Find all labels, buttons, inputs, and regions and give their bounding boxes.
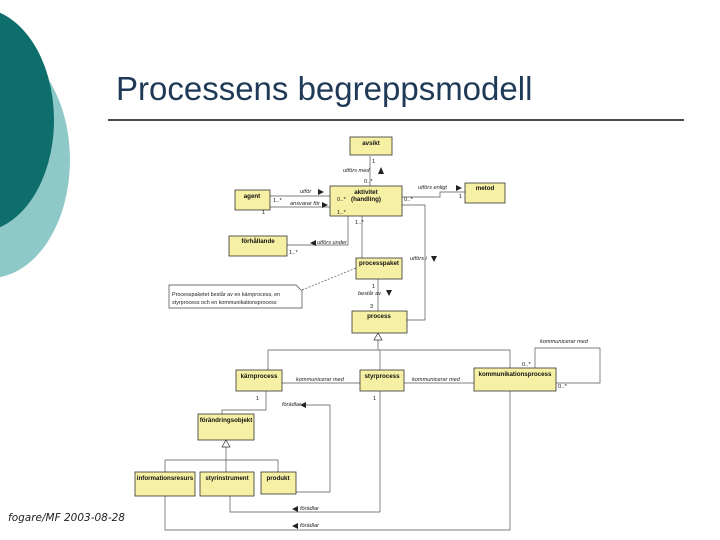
rel-label-0: utförs med: [343, 168, 370, 174]
note-text-line-2: styrprocess och en kommunikationsprocess: [172, 300, 277, 306]
direction-arrow-2: [322, 202, 328, 208]
class-name-aktivitet-2: (handling): [351, 196, 381, 203]
class-aktivitet[interactable]: aktivitet (handling): [329, 185, 403, 217]
class-processpaket[interactable]: processpaket: [355, 257, 403, 280]
note-text-line-1: Processpaketet består av en kärnprocess,…: [172, 291, 280, 298]
class-name-karnprocess: kärnprocess: [241, 373, 278, 380]
mult-4-0: 1..*: [289, 250, 298, 256]
edge-forad-2: [229, 391, 381, 513]
direction-arrow-10: [300, 402, 306, 408]
rel-label-6: består av: [358, 290, 382, 297]
rel-label-9: kommunicerar med: [412, 377, 461, 383]
class-forhallande[interactable]: förhållande: [228, 235, 288, 257]
class-name-metod: metod: [476, 185, 495, 192]
class-styrinstrument[interactable]: styrinstrument: [199, 471, 255, 497]
mult-10-0: 1: [256, 396, 259, 402]
class-name-process: process: [367, 313, 391, 320]
direction-arrow-4: [310, 240, 316, 246]
generalization-arrow-forandringsobjekt: [221, 439, 231, 448]
rel-label-11: förädlar: [300, 506, 320, 512]
edge-note-anchor: [301, 267, 357, 291]
note-box: Processpaketet består av en kärnprocess,…: [168, 284, 303, 309]
class-kommunikationsprocess[interactable]: kommunikationsprocess: [473, 367, 557, 392]
mult-7-1: 0..*: [558, 384, 567, 390]
class-name-informationsresurs: informationsresurs: [137, 475, 194, 482]
edge-aktivitet-metod: [402, 191, 465, 198]
class-metod[interactable]: metod: [464, 182, 506, 204]
class-name-aktivitet-1: aktivitet: [354, 189, 377, 196]
mult-11-0: 1: [373, 396, 376, 402]
edge-process-aktivitet: [402, 204, 426, 321]
mult-6-0: 1: [372, 284, 375, 290]
class-name-agent: agent: [244, 193, 261, 200]
slide-title: Processens begreppsmodell: [116, 70, 533, 107]
mult-3-0: 0..*: [404, 197, 413, 203]
direction-arrow-6: [386, 290, 392, 296]
class-name-styrprocess: styrprocess: [364, 373, 400, 380]
rel-label-1: utför: [300, 189, 312, 195]
class-styrprocess[interactable]: styrprocess: [359, 369, 405, 392]
mult-1-1: 0..*: [337, 197, 346, 203]
slide-footer: fogare/MF 2003-08-28: [8, 512, 125, 524]
class-agent[interactable]: agent: [234, 189, 271, 211]
rel-label-2: ansvarar för: [290, 201, 321, 207]
mult-2-1: 1..*: [337, 210, 346, 216]
mult-7-0: 0..*: [522, 362, 531, 368]
generalization-arrow-process: [373, 332, 383, 341]
mult-0-1: 0..*: [364, 179, 373, 185]
rel-label-3: utförs enligt: [418, 185, 447, 191]
class-name-processpaket: processpaket: [359, 260, 399, 267]
rel-label-5: utförs i: [410, 256, 428, 262]
direction-arrow-1: [318, 189, 324, 195]
class-karnprocess[interactable]: kärnprocess: [235, 369, 283, 392]
relation-labels: utförs med utför ansvarar för utförs enl…: [282, 167, 589, 529]
mult-4-1: 1..*: [355, 220, 364, 226]
class-name-styrinstrument: styrinstrument: [205, 475, 248, 482]
multiplicities: 1 0..* 1..* 0..* 1 1..* 0..* 1 1..* 1..*…: [256, 159, 567, 402]
edge-kommunikation-self: [534, 347, 601, 384]
class-avsikt[interactable]: avsikt: [349, 136, 393, 156]
edge-forhallande-aktivitet: [287, 216, 349, 246]
class-name-forandringsobjekt: förändringsobjekt: [200, 417, 253, 424]
direction-arrow-5: [431, 256, 437, 262]
direction-arrow-12: [292, 523, 298, 529]
edge-forad-3: [164, 391, 511, 531]
mult-3-1: 1: [459, 194, 462, 200]
edge-forad-1: [296, 404, 331, 493]
direction-arrow-3: [456, 185, 462, 191]
edge-generalization-bar: [267, 349, 511, 370]
class-forandringsobjekt[interactable]: förändringsobjekt: [197, 413, 255, 441]
direction-arrow-11: [292, 506, 298, 512]
mult-1-0: 1..*: [273, 198, 282, 204]
rel-label-4: utförs under: [317, 240, 348, 246]
class-name-kommunikationsprocess: kommunikationsprocess: [479, 371, 552, 378]
diagram-edges: [164, 156, 601, 531]
direction-arrow-0: [378, 167, 384, 174]
class-name-avsikt: avsikt: [362, 140, 380, 147]
class-name-produkt: produkt: [266, 475, 289, 482]
edge-generalization-fo-bar: [164, 459, 279, 472]
rel-label-7: kommunicerar med: [540, 339, 589, 345]
dark-teal-arc: [0, 12, 54, 228]
mult-0-0: 1: [372, 159, 375, 165]
mult-2-0: 1: [262, 210, 265, 216]
class-name-forhallande: förhållande: [241, 238, 275, 245]
mult-6-1: 3: [370, 304, 373, 310]
class-process[interactable]: process: [351, 310, 408, 334]
rel-label-10: förädlar: [282, 402, 302, 408]
class-informationsresurs[interactable]: informationsresurs: [134, 471, 196, 497]
class-produkt[interactable]: produkt: [260, 471, 297, 495]
rel-label-8: kommunicerar med: [296, 377, 345, 383]
rel-label-12: förädlar: [300, 523, 320, 529]
